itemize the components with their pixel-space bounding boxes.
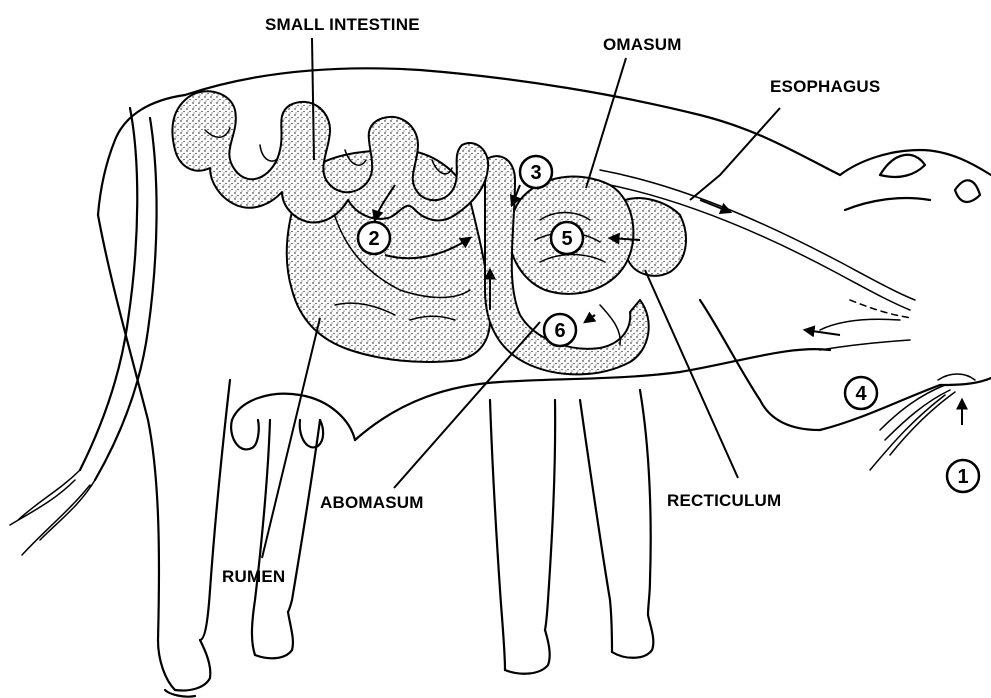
step-marker-6: 6 (544, 314, 576, 346)
step-marker-3: 3 (520, 156, 552, 188)
step-marker-5: 5 (551, 222, 583, 254)
label-recticulum: RECTICULUM (667, 491, 781, 510)
label-abomasum: ABOMASUM (320, 493, 424, 512)
step-number-6: 6 (554, 320, 565, 342)
label-esophagus: ESOPHAGUS (770, 77, 880, 96)
step-number-4: 4 (855, 383, 867, 405)
step-marker-1: 1 (947, 460, 979, 492)
step-number-1: 1 (957, 466, 968, 488)
label-omasum: OMASUM (603, 35, 682, 54)
label-rumen: RUMEN (222, 567, 285, 586)
label-small-intestine: SMALL INTESTINE (265, 15, 420, 34)
step-marker-4: 4 (845, 377, 877, 409)
small-intestine-organ (172, 91, 488, 222)
step-number-5: 5 (561, 228, 572, 250)
step-number-3: 3 (530, 162, 541, 184)
step-marker-2: 2 (358, 222, 390, 254)
step-number-2: 2 (368, 228, 379, 250)
